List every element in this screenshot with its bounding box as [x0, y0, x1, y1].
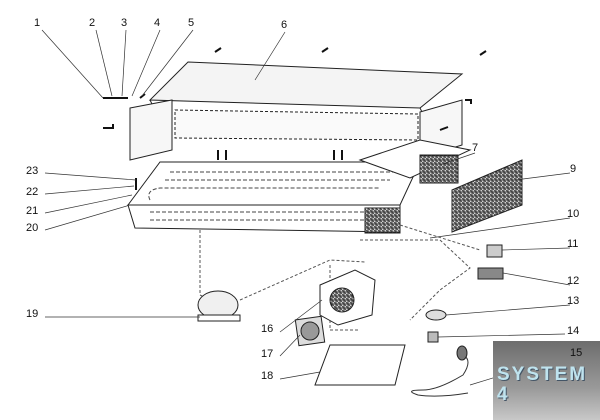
refrigerant-pipes — [199, 224, 481, 331]
callout-label: 23 — [26, 165, 39, 177]
callout-label: 16 — [261, 323, 274, 335]
callout-label: 14 — [567, 325, 580, 337]
side-grille — [451, 159, 523, 233]
callout-label: 10 — [567, 208, 580, 220]
callout-label: 12 — [567, 275, 580, 287]
callout-label: 1 — [34, 17, 41, 29]
control-cover — [358, 139, 472, 179]
callout-label: 22 — [26, 186, 39, 198]
callout-label: 4 — [154, 17, 161, 29]
top-glass-panel — [148, 61, 464, 109]
base-plate — [314, 344, 406, 386]
relay-11 — [486, 244, 503, 258]
glass-clips — [103, 47, 487, 190]
callout-label: 11 — [567, 238, 579, 250]
dryer-filter-13 — [425, 309, 447, 321]
callout-label: 17 — [261, 348, 274, 360]
callout-label: 13 — [567, 295, 580, 307]
left-glass-panel — [129, 99, 173, 161]
callout-label: 20 — [26, 222, 39, 234]
callout-label: 15 — [570, 347, 583, 359]
callout-label: 6 — [281, 19, 288, 31]
vent-grille-7 — [419, 154, 459, 184]
probe-14 — [427, 331, 439, 343]
power-cable-15 — [411, 354, 469, 397]
callout-label: 2 — [89, 17, 96, 29]
thermostat-12 — [477, 267, 504, 280]
tray-front — [127, 204, 401, 233]
callout-label: 18 — [261, 370, 274, 382]
evaporator-coil — [148, 171, 395, 221]
callout-label: 5 — [188, 17, 195, 29]
callout-label: 9 — [570, 163, 577, 175]
vent-grille-front — [364, 207, 401, 234]
callout-label: 7 — [472, 142, 479, 154]
callout-label: 21 — [26, 205, 39, 217]
callout-label: 19 — [26, 308, 39, 320]
callout-label: 3 — [121, 17, 128, 29]
leader-lines — [41, 29, 571, 386]
system4-logo: SYSTEM 4 — [493, 341, 600, 420]
front-glass-panel — [174, 109, 419, 141]
tray-body — [127, 161, 421, 206]
